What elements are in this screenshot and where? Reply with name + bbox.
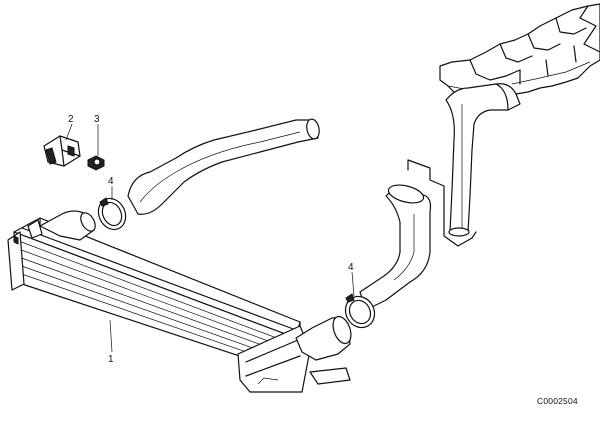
hose-clamp-right — [344, 293, 376, 329]
intake-pipe — [407, 83, 521, 247]
nut-clip — [87, 155, 105, 171]
mounting-bracket — [43, 135, 81, 167]
callout-1: 1 — [108, 354, 114, 365]
callout-4-left: 4 — [108, 176, 114, 187]
intercooler — [7, 210, 352, 393]
callout-2: 2 — [68, 114, 74, 125]
leader-lines — [65, 123, 355, 353]
diagram-code: C0002504 — [537, 396, 578, 406]
upper-hose — [127, 118, 320, 215]
hose-clamp-left — [97, 197, 127, 231]
callout-4-right: 4 — [348, 262, 354, 273]
lower-right-hose — [359, 184, 432, 311]
callout-3: 3 — [94, 114, 100, 125]
